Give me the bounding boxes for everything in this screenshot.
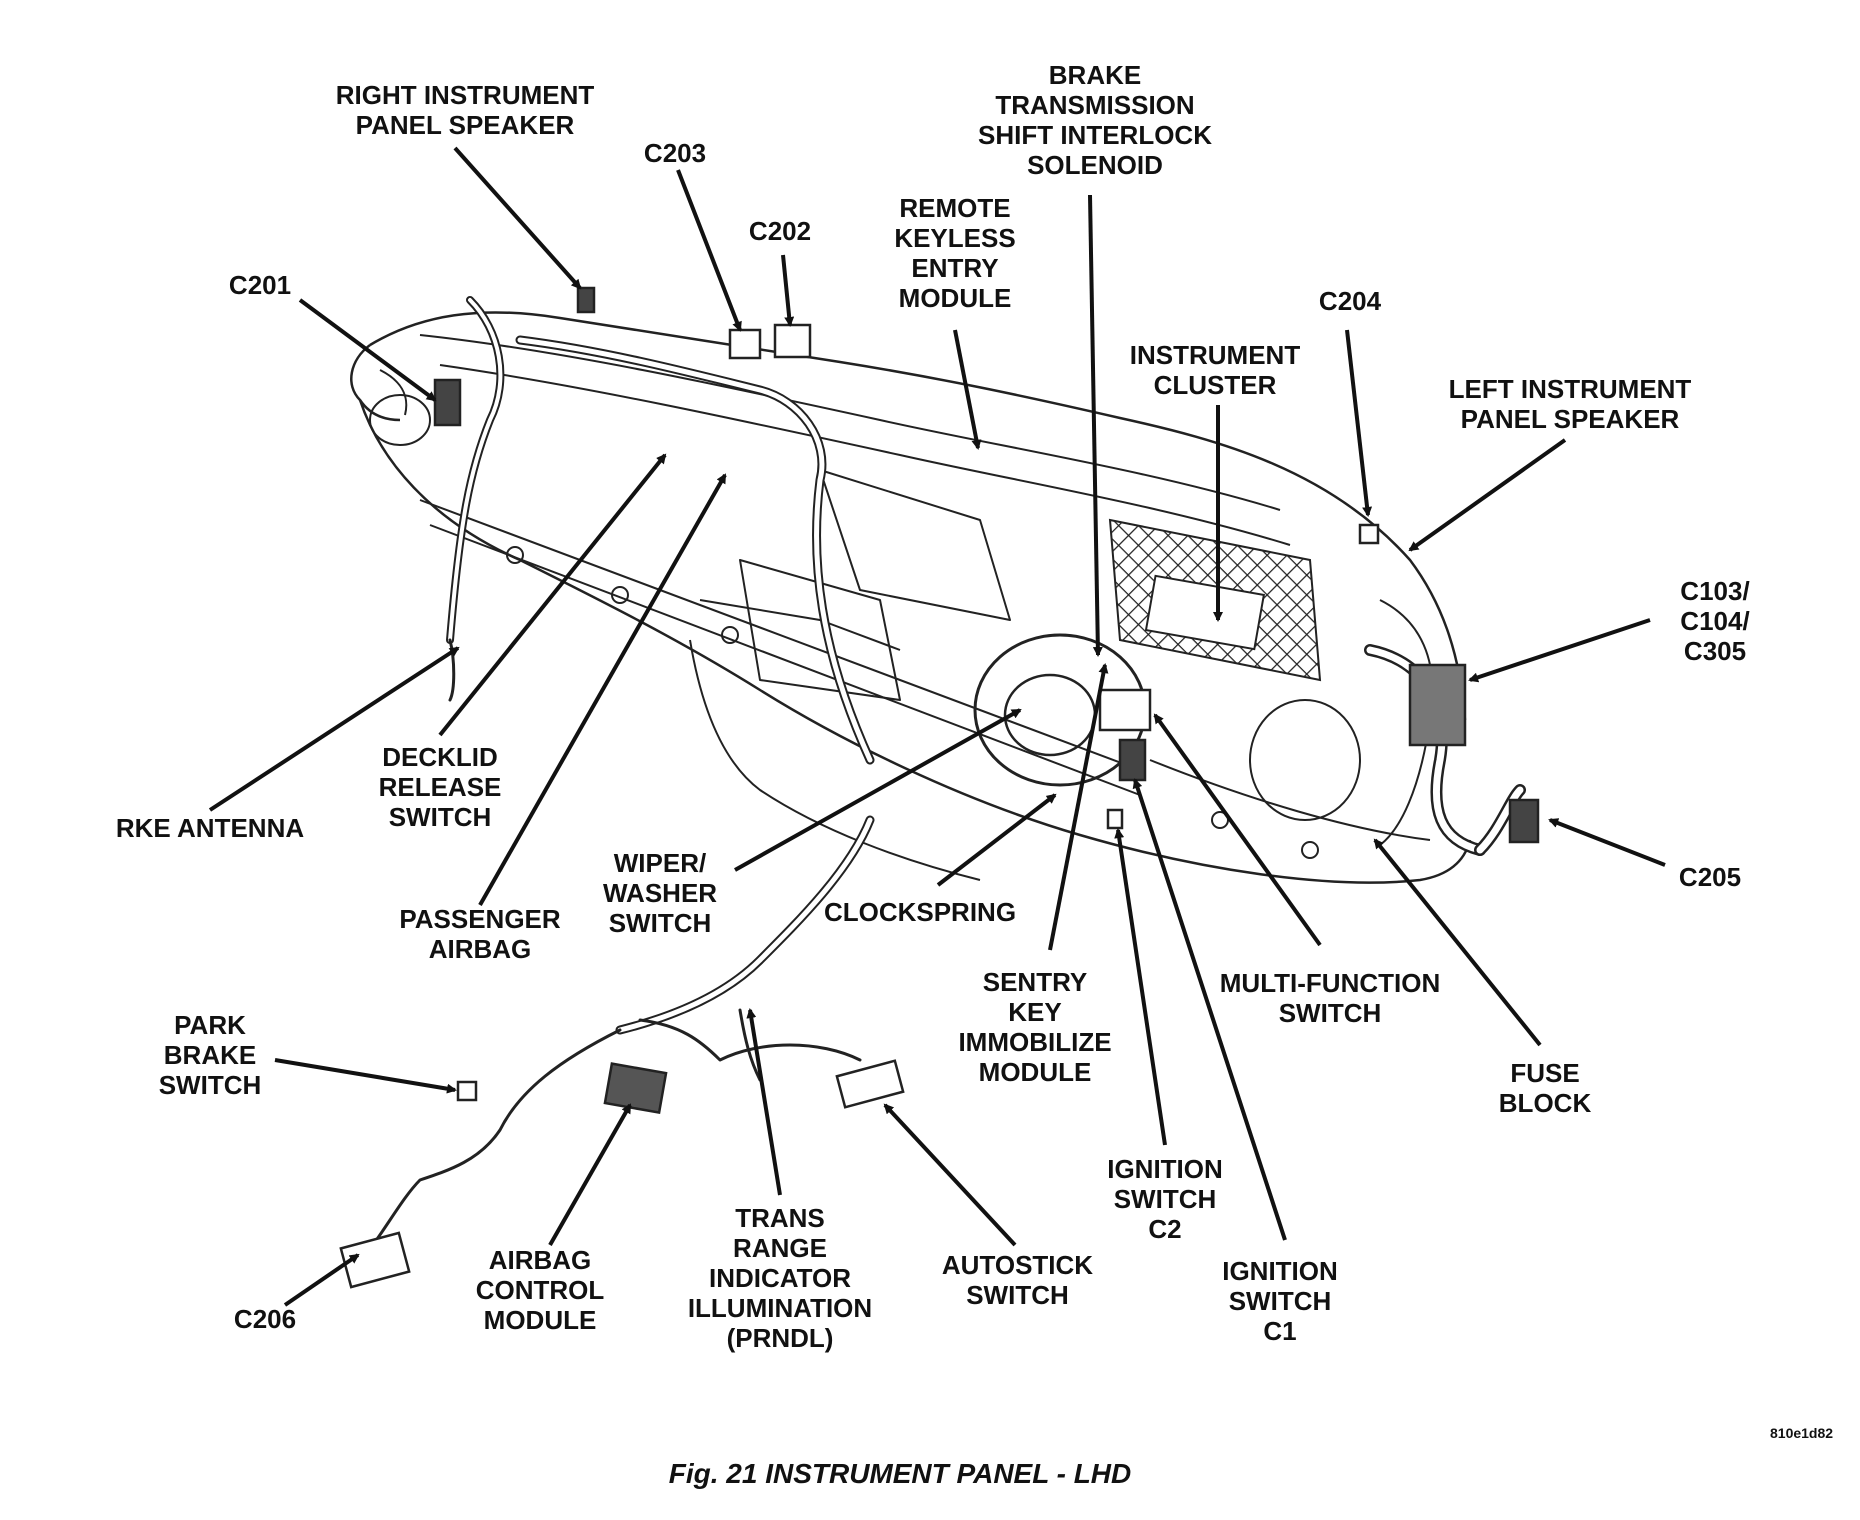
label-right-instrument-panel-speaker: RIGHT INSTRUMENT PANEL SPEAKER <box>335 80 595 140</box>
c202-connector <box>773 323 812 359</box>
figure-id: 810e1d82 <box>1770 1425 1834 1441</box>
c201-connector <box>433 378 462 427</box>
label-remote-keyless-entry-module: REMOTE KEYLESS ENTRY MODULE <box>894 193 1016 313</box>
label-wiper-washer-switch: WIPER/ WASHER SWITCH <box>602 848 718 938</box>
label-trans-range-indicator-prndl: TRANS RANGE INDICATOR ILLUMINATION (PRND… <box>687 1203 873 1353</box>
arrow-sentry <box>1048 663 1109 951</box>
arrow-c103 <box>1468 618 1651 683</box>
label-sentry-key-immobilize-module: SENTRY KEY IMMOBILIZE MODULE <box>958 967 1112 1087</box>
arrow-autostick <box>883 1103 1017 1247</box>
figure-caption: Fig. 21 INSTRUMENT PANEL - LHD <box>668 1458 1132 1489</box>
arrow-passenger-airbag <box>478 473 727 906</box>
arrow-btsi <box>1088 194 1103 657</box>
label-multi-function-switch: MULTI-FUNCTION SWITCH <box>1219 968 1441 1028</box>
ignition-switch <box>1118 738 1147 782</box>
arrow-park-brake <box>274 1058 457 1094</box>
ignition-c2-connector <box>1106 808 1124 830</box>
label-left-instrument-panel-speaker: LEFT INSTRUMENT PANEL SPEAKER <box>1448 374 1692 434</box>
cluster-recess <box>1144 574 1266 651</box>
arrow-wiper <box>734 708 1022 872</box>
c205-connector <box>1508 798 1540 844</box>
arrow-ign-c2 <box>1114 828 1167 1146</box>
c206-connector <box>339 1231 411 1289</box>
arrow-right-speaker <box>453 146 582 290</box>
wiring-harness <box>358 296 1526 1262</box>
arrow-c204 <box>1345 329 1373 517</box>
label-ignition-switch-c1: IGNITION SWITCH C1 <box>1222 1256 1338 1346</box>
components <box>339 286 1540 1289</box>
label-clockspring: CLOCKSPRING <box>823 897 1017 927</box>
airbag-control-module-body <box>603 1062 668 1115</box>
leader-arrows <box>208 146 1666 1307</box>
label-c206: C206 <box>233 1304 297 1334</box>
multifunction-switch-body <box>1098 688 1152 732</box>
arrow-prndl <box>746 1008 782 1196</box>
label-park-brake-switch: PARK BRAKE SWITCH <box>158 1010 262 1100</box>
right-speaker-connector <box>576 286 596 314</box>
autostick-switch-body <box>835 1059 905 1109</box>
label-decklid-release-switch: DECKLID RELEASE SWITCH <box>378 742 502 832</box>
label-c204: C204 <box>1318 286 1382 316</box>
label-passenger-airbag: PASSENGER AIRBAG <box>399 904 561 964</box>
arrow-c202 <box>781 254 795 327</box>
arrow-airbag-module <box>548 1103 632 1246</box>
fuse-block <box>1408 663 1467 747</box>
park-brake-connector <box>456 1080 478 1102</box>
label-c202: C202 <box>748 216 812 246</box>
arrow-c206 <box>283 1253 360 1307</box>
arrow-rke-module <box>953 329 982 450</box>
label-c203: C203 <box>643 138 707 168</box>
label-c205: C205 <box>1678 862 1742 892</box>
label-c103-c104-c305: C103/ C104/ C305 <box>1680 576 1750 666</box>
label-autostick-switch: AUTOSTICK SWITCH <box>941 1250 1094 1310</box>
arrow-ign-c1 <box>1132 778 1287 1241</box>
label-fuse-block: FUSE BLOCK <box>1498 1058 1592 1118</box>
arrow-decklid <box>438 453 667 737</box>
arrow-fuse-block <box>1373 838 1542 1047</box>
c203-connector <box>728 328 762 360</box>
c204-connector <box>1358 523 1380 545</box>
arrow-multifunction <box>1153 713 1322 947</box>
label-instrument-cluster: INSTRUMENT CLUSTER <box>1129 340 1301 400</box>
label-c201: C201 <box>228 270 292 300</box>
arrow-clockspring <box>936 793 1057 887</box>
arrow-c205 <box>1548 818 1666 867</box>
label-rke-antenna: RKE ANTENNA <box>115 813 305 843</box>
label-brake-transmission-shift-interlock: BRAKE TRANSMISSION SHIFT INTERLOCK SOLEN… <box>978 60 1212 180</box>
arrow-rke-antenna <box>208 646 460 812</box>
arrow-left-speaker <box>1408 438 1567 552</box>
label-airbag-control-module: AIRBAG CONTROL MODULE <box>475 1245 605 1335</box>
label-ignition-switch-c2: IGNITION SWITCH C2 <box>1107 1154 1223 1244</box>
arrow-c203 <box>676 169 742 332</box>
arrow-c201 <box>298 298 437 402</box>
